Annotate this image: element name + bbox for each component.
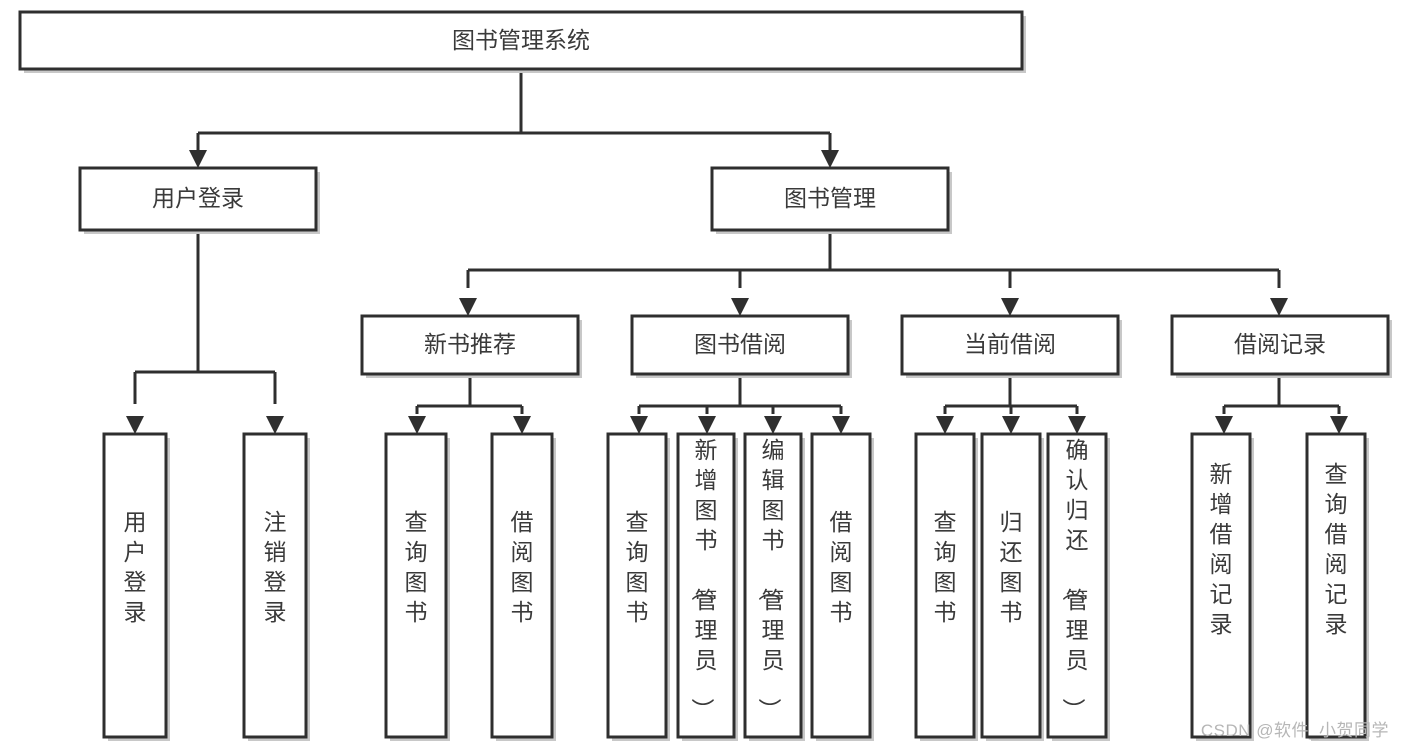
connector-group-borrow-record [1222,375,1341,414]
leaf-user-login-0[interactable]: 用户登录 [102,432,170,741]
leaf-book-borrow-1[interactable]: 新增图书（管理员） [676,432,738,741]
connector-group-user-login [133,232,277,404]
node-book-manage-label: 图书管理 [784,185,876,211]
node-current-borrow[interactable]: 当前借阅 [900,314,1122,378]
connector-group-current-borrow [943,375,1079,414]
leaf-new-book-0-label: 查询图书 [405,509,428,625]
arrowheads-borrow-record-leaves [1215,416,1348,434]
leaf-current-borrow-0[interactable]: 查询图书 [914,432,978,741]
leaf-current-borrow-2-label: 确认归还（管理员） [1061,437,1089,721]
node-book-borrow[interactable]: 图书借阅 [630,314,852,378]
leaf-new-book-1-label: 借阅图书 [511,509,534,625]
node-book-borrow-label: 图书借阅 [694,331,786,357]
leaf-user-login-1[interactable]: 注销登录 [242,432,310,741]
node-new-book-recommend-label: 新书推荐 [424,331,516,357]
connector-group-book-manage [466,232,1281,288]
leaf-borrow-record-1[interactable]: 查询借阅记录 [1305,432,1369,741]
arrowheads-book-borrow-leaves [630,416,850,434]
leaf-book-borrow-0-label: 查询图书 [626,509,649,625]
connector-group-new-book [415,375,524,414]
leaf-borrow-record-1-label: 查询借阅记录 [1325,461,1348,637]
leaf-current-borrow-2[interactable]: 确认归还（管理员） [1046,432,1110,741]
leaf-new-book-0[interactable]: 查询图书 [384,432,450,741]
node-current-borrow-label: 当前借阅 [964,331,1056,357]
connector-group-root [196,71,832,152]
leaf-borrow-record-0[interactable]: 新增借阅记录 [1190,432,1254,741]
node-root-label: 图书管理系统 [452,27,590,53]
node-root[interactable]: 图书管理系统 [18,10,1026,73]
arrowheads-level3 [459,298,1288,316]
node-book-manage[interactable]: 图书管理 [710,166,952,234]
leaf-book-borrow-3-label: 借阅图书 [830,509,853,625]
leaf-new-book-1[interactable]: 借阅图书 [490,432,556,741]
node-borrow-record-label: 借阅记录 [1234,331,1326,357]
leaf-user-login-0-label: 用户登录 [124,509,147,625]
leaf-current-borrow-1-label: 归还图书 [1000,509,1023,625]
connector-group-book-borrow [637,375,843,414]
leaf-book-borrow-0[interactable]: 查询图书 [606,432,670,741]
node-new-book-recommend[interactable]: 新书推荐 [360,314,582,378]
leaf-book-borrow-1-label: 新增图书（管理员） [690,437,718,721]
arrowheads-new-book-leaves [408,416,531,434]
leaf-borrow-record-0-label: 新增借阅记录 [1210,461,1233,637]
arrowheads-current-borrow-leaves [936,416,1086,434]
node-user-login[interactable]: 用户登录 [78,166,320,234]
leaf-book-borrow-2[interactable]: 编辑图书（管理员） [743,432,805,741]
leaf-current-borrow-0-label: 查询图书 [934,509,957,625]
leaf-book-borrow-3[interactable]: 借阅图书 [810,432,874,741]
leaf-current-borrow-1[interactable]: 归还图书 [980,432,1044,741]
arrowheads-level2 [189,150,839,168]
leaf-user-login-1-label: 注销登录 [264,509,287,625]
arrowheads-user-login-leaves [126,416,284,434]
leaf-book-borrow-2-label: 编辑图书（管理员） [757,437,785,721]
node-user-login-label: 用户登录 [152,185,244,211]
node-borrow-record[interactable]: 借阅记录 [1170,314,1392,378]
